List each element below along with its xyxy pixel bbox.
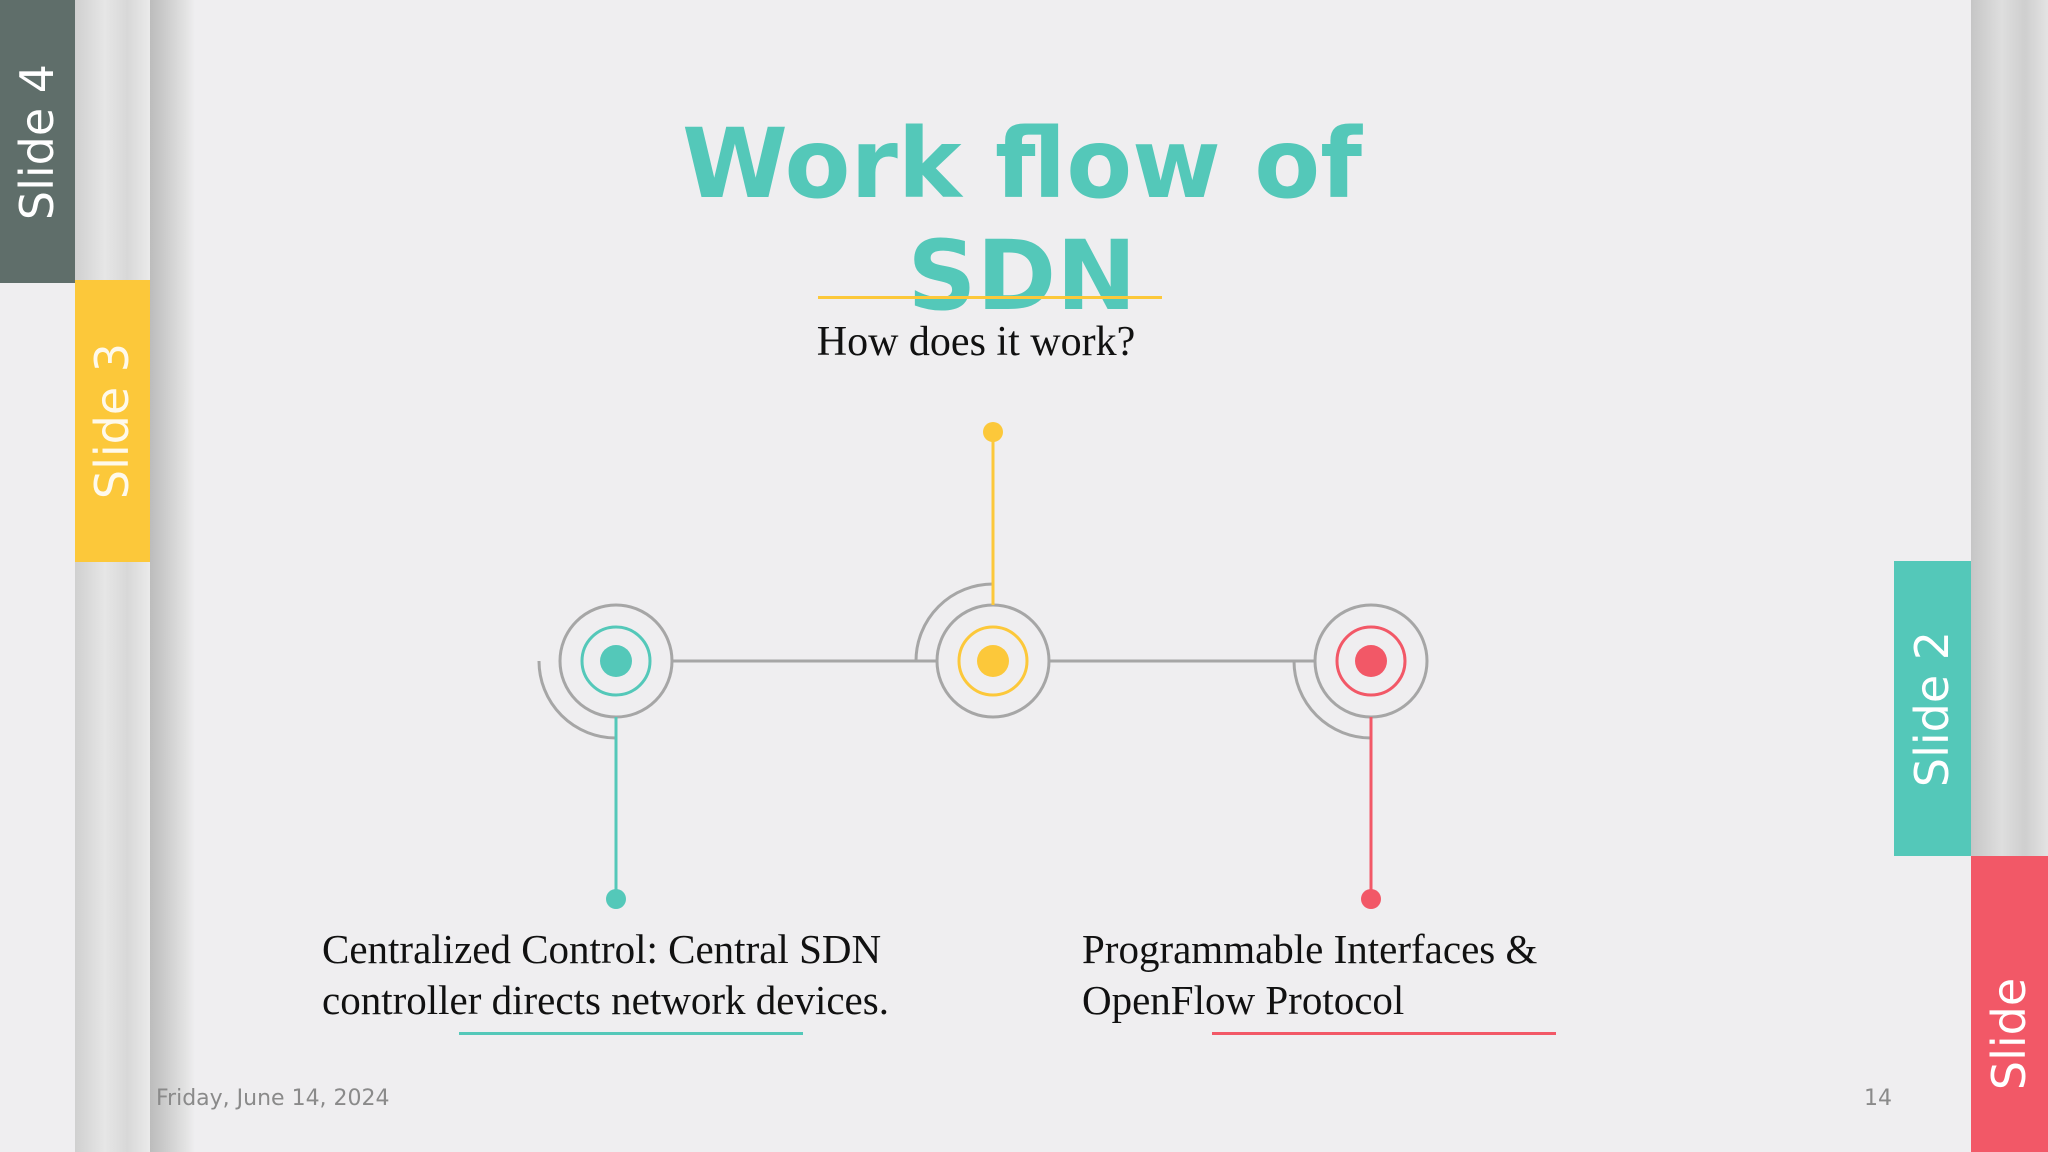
middle-node-arc [914, 582, 994, 662]
subtitle-rule [818, 296, 1162, 299]
right-caption-line-2: OpenFlow Protocol [1082, 977, 1405, 1023]
right-node-end-dot [1361, 889, 1381, 909]
tab-slide-1[interactable]: Slide [1971, 856, 2048, 1152]
left-caption-line-2: controller directs network devices. [322, 977, 889, 1023]
page-title: Work flow of SDN [682, 108, 1362, 332]
left-caption-underline [459, 1032, 803, 1035]
left-strip-outer [75, 0, 150, 1152]
right-node-arc [1292, 660, 1372, 740]
left-strip-inner [150, 0, 195, 1152]
subtitle: How does it work? [816, 319, 1136, 365]
middle-node-end-dot [983, 422, 1003, 442]
middle-node-inner-ring [957, 625, 1029, 697]
tab-slide-3[interactable]: Slide 3 [75, 280, 150, 562]
right-caption-underline [1212, 1032, 1556, 1035]
right-node-dot [1355, 645, 1387, 677]
tab-slide-2[interactable]: Slide 2 [1894, 561, 1971, 856]
left-caption: Centralized Control: Central SDN control… [322, 924, 942, 1026]
left-node-dot [600, 645, 632, 677]
left-node-end-dot [606, 889, 626, 909]
left-caption-line-1: Centralized Control: Central SDN [322, 926, 882, 972]
right-caption-line-1: Programmable Interfaces & [1082, 926, 1538, 972]
right-node-inner-ring [1335, 625, 1407, 697]
footer-date: Friday, June 14, 2024 [156, 1086, 390, 1111]
tab-slide-4[interactable]: Slide 4 [0, 0, 75, 283]
left-node-inner-ring [580, 625, 652, 697]
middle-node-dot [977, 645, 1009, 677]
slide-number: 14 [1864, 1086, 1892, 1111]
left-node-arc [537, 660, 617, 740]
right-caption: Programmable Interfaces & OpenFlow Proto… [1082, 924, 1642, 1026]
